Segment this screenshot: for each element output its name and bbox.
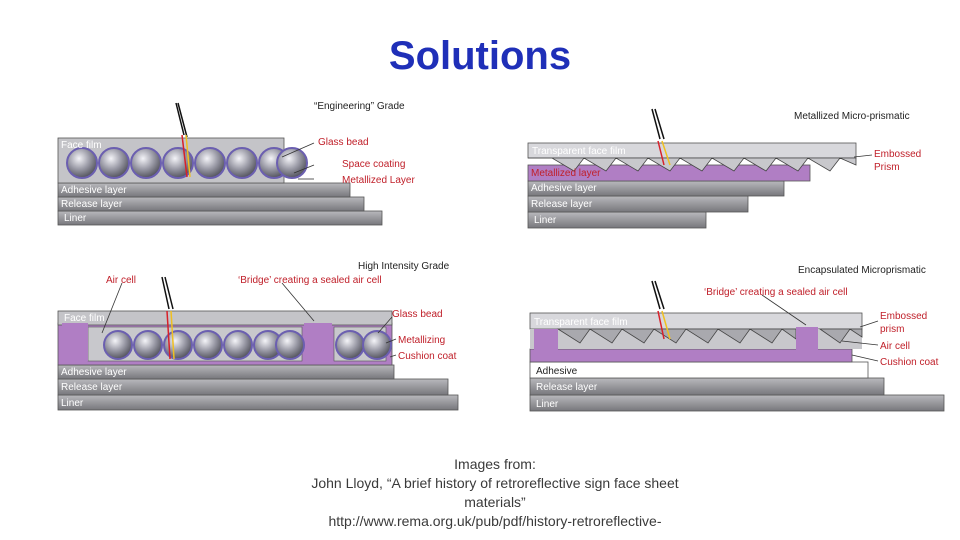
- air-cell-label: Air cell: [880, 341, 910, 352]
- release-label: Release layer: [61, 382, 123, 393]
- grade-title: High Intensity Grade: [358, 261, 450, 272]
- adhesive-layer: [529, 361, 869, 379]
- liner-layer: [529, 394, 945, 412]
- prism-label: Prism: [874, 162, 900, 173]
- caption-line-3: materials”: [464, 494, 526, 510]
- bridge-left: [62, 323, 88, 361]
- glass-beads: [66, 147, 308, 179]
- release-label: Release layer: [61, 199, 123, 210]
- embossed-prisms: [528, 157, 857, 172]
- glass-bead-label: Glass bead: [318, 137, 369, 148]
- adhesive-label: Adhesive layer: [61, 367, 127, 378]
- face-film-label: Transparent face film: [532, 146, 626, 157]
- adhesive-label: Adhesive layer: [61, 185, 127, 196]
- cushion-coat-label: Cushion coat: [398, 351, 457, 362]
- metallized-label: Metallized layer: [531, 168, 601, 179]
- caption-line-2: John Lloyd, “A brief history of retroref…: [311, 475, 679, 491]
- face-film-label: Face film: [61, 140, 102, 151]
- grade-title: Metallized Micro-prismatic: [794, 111, 910, 122]
- release-label: Release layer: [536, 382, 598, 393]
- encapsulated-microprismatic-diagram: Encapsulated Microprismatic ‘Bridge’ cre…: [522, 255, 952, 415]
- grade-title: Encapsulated Microprismatic: [798, 265, 926, 276]
- image-credit-caption: Images from: John Lloyd, “A brief histor…: [230, 455, 760, 531]
- metallized-microprismatic-diagram: Metallized Micro-prismatic Transparent f…: [522, 95, 952, 235]
- bridge-middle: [796, 327, 818, 351]
- engineering-grade-diagram: “Engineering” Grade Face film Adhesive l…: [52, 95, 462, 235]
- embossed-prisms: [556, 328, 863, 344]
- face-film-label: Transparent face film: [534, 317, 628, 328]
- glass-bead-label: Glass bead: [392, 309, 443, 320]
- prism-label: prism: [880, 324, 904, 335]
- adhesive-label: Adhesive layer: [531, 183, 597, 194]
- light-ray-arrows: [175, 102, 188, 138]
- cushion-coat-label: Cushion coat: [880, 357, 939, 368]
- metallized-label: Metallized Layer: [342, 175, 415, 186]
- slide-title: Solutions: [388, 34, 572, 78]
- metallizing-label: Metallizing: [398, 335, 445, 346]
- liner-label: Liner: [534, 215, 557, 226]
- air-cell-label: Air cell: [106, 275, 136, 286]
- light-ray-arrows: [651, 108, 665, 140]
- embossed-label: Embossed: [874, 149, 921, 160]
- face-film-label: Face film: [64, 313, 105, 324]
- liner-label: Liner: [64, 213, 87, 224]
- liner-layer: [57, 394, 459, 411]
- liner-label: Liner: [61, 398, 84, 409]
- release-label: Release layer: [531, 199, 593, 210]
- light-ray-arrows: [651, 280, 665, 310]
- adhesive-label: Adhesive: [536, 366, 578, 377]
- glass-beads: [103, 330, 392, 360]
- light-ray-arrows: [161, 276, 174, 310]
- bridge-left: [534, 329, 558, 351]
- liner-layer: [57, 210, 383, 226]
- liner-label: Liner: [536, 399, 559, 410]
- caption-line-1: Images from:: [454, 456, 536, 472]
- caption-url[interactable]: http://www.rema.org.uk/pub/pdf/history-r…: [328, 513, 662, 529]
- bridge-label: ‘Bridge’ creating a sealed air cell: [238, 275, 382, 286]
- grade-title: “Engineering” Grade: [314, 101, 405, 112]
- embossed-label: Embossed: [880, 311, 927, 322]
- bridge-middle: [304, 323, 332, 361]
- space-coating-label: Space coating: [342, 159, 405, 170]
- high-intensity-grade-diagram: High Intensity Grade Air cell ‘Bridge’ c…: [52, 255, 462, 415]
- bridge-label: ‘Bridge’ creating a sealed air cell: [704, 287, 848, 298]
